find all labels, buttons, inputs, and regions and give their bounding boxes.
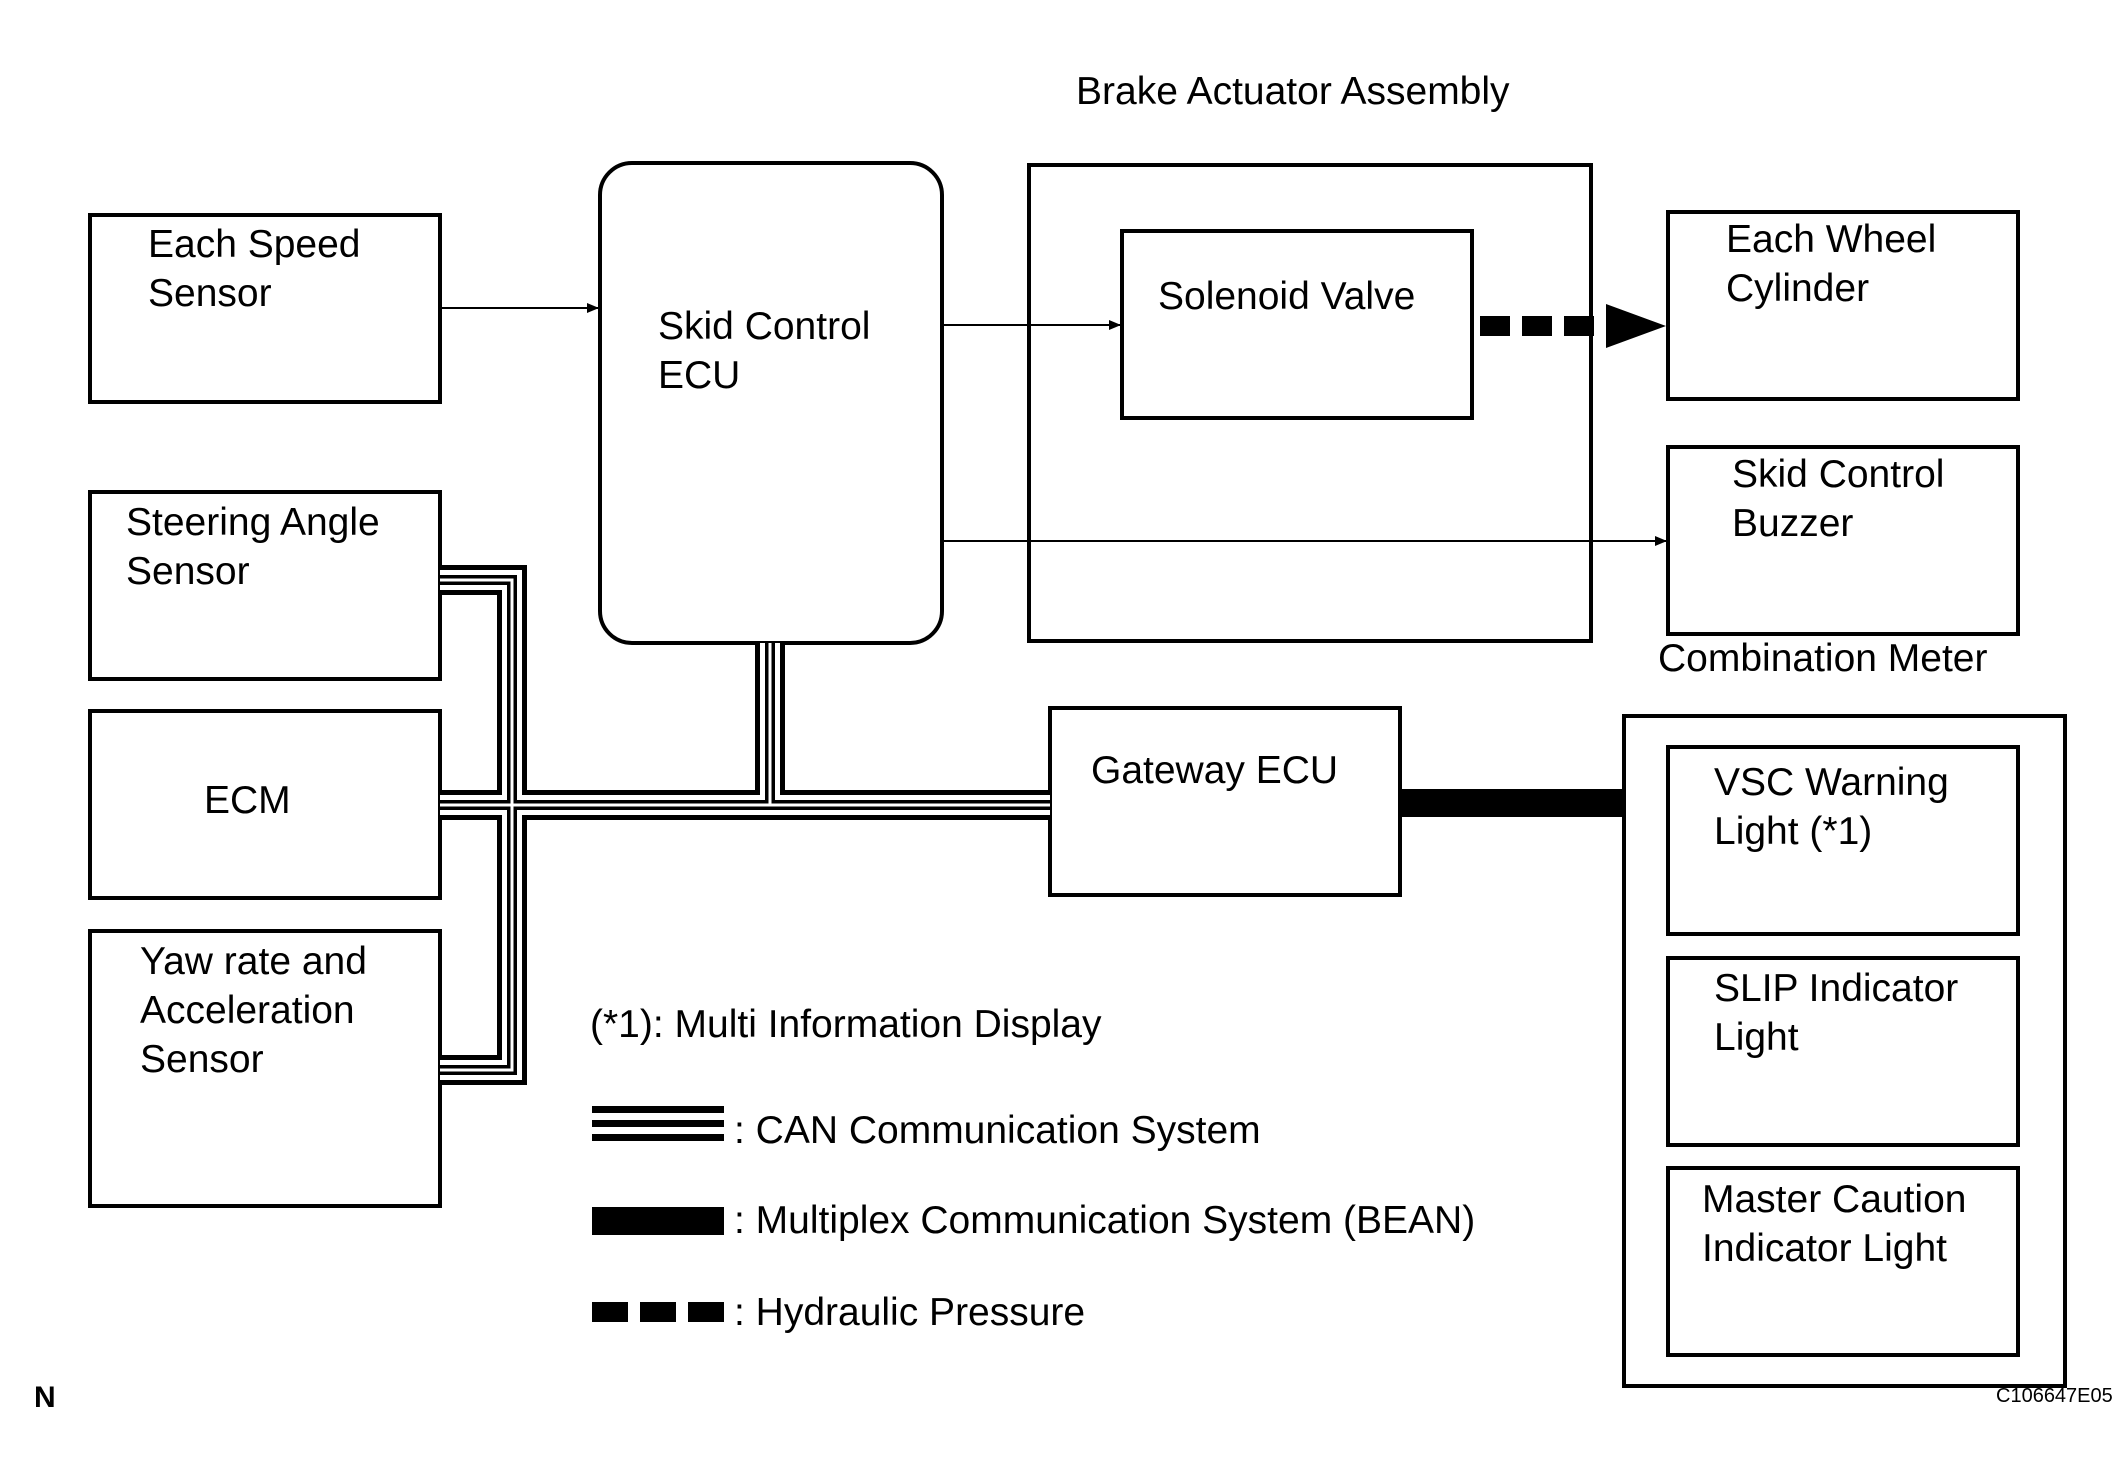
brake-actuator-assembly-label: Brake Actuator Assembly	[1076, 70, 1510, 113]
legend-bean-label: : Multiplex Communication System (BEAN)	[734, 1199, 1476, 1242]
each-speed-sensor-label: Each Speed Sensor	[148, 223, 361, 315]
skid-control-ecu-label: Skid Control ECU	[658, 305, 871, 397]
footnote: (*1): Multi Information Display	[590, 1003, 1102, 1046]
skid-control-buzzer-box	[1666, 445, 2020, 636]
skid-control-ecu-box	[598, 161, 944, 645]
steering-angle-sensor-label: Steering Angle Sensor	[126, 501, 380, 593]
legend-can-label: : CAN Communication System	[734, 1109, 1261, 1152]
each-wheel-cylinder-box	[1666, 210, 2020, 401]
gateway-ecu-label: Gateway ECU	[1091, 749, 1339, 792]
master-caution-light-box	[1666, 1166, 2020, 1357]
legend-can-symbol	[592, 1106, 724, 1141]
each-wheel-cylinder-label: Each Wheel Cylinder	[1726, 218, 1937, 310]
yaw-rate-sensor-label: Yaw rate and Acceleration Sensor	[140, 940, 367, 1081]
each-speed-sensor-box	[88, 213, 442, 404]
hydraulic-pressure-arrow	[1480, 304, 1666, 348]
combination-meter-box	[1622, 714, 2067, 1388]
legend-hydraulic-label: : Hydraulic Pressure	[734, 1291, 1086, 1334]
can-bus	[440, 565, 1050, 1085]
gateway-ecu-box	[1048, 706, 1402, 897]
ecm-label: ECM	[204, 779, 291, 822]
vsc-warning-light-label: VSC Warning Light (*1)	[1714, 761, 1949, 853]
slip-indicator-light-box	[1666, 956, 2020, 1147]
slip-indicator-light-label: SLIP Indicator Light	[1714, 967, 1959, 1059]
combination-meter-label: Combination Meter	[1658, 637, 1988, 680]
bean-line	[1400, 789, 1624, 817]
corner-mark: N	[34, 1381, 56, 1414]
skid-control-buzzer-label: Skid Control Buzzer	[1732, 453, 1945, 545]
solenoid-valve-box	[1120, 229, 1474, 420]
figure-code: C106647E05	[1996, 1385, 2113, 1407]
legend-hydraulic-symbol	[592, 1302, 724, 1322]
vsc-warning-light-box	[1666, 745, 2020, 936]
solenoid-valve-label: Solenoid Valve	[1158, 275, 1416, 318]
legend-bean-symbol	[592, 1207, 724, 1235]
brake-actuator-assembly-box	[1027, 163, 1593, 643]
master-caution-light-label: Master Caution Indicator Light	[1702, 1178, 1967, 1270]
